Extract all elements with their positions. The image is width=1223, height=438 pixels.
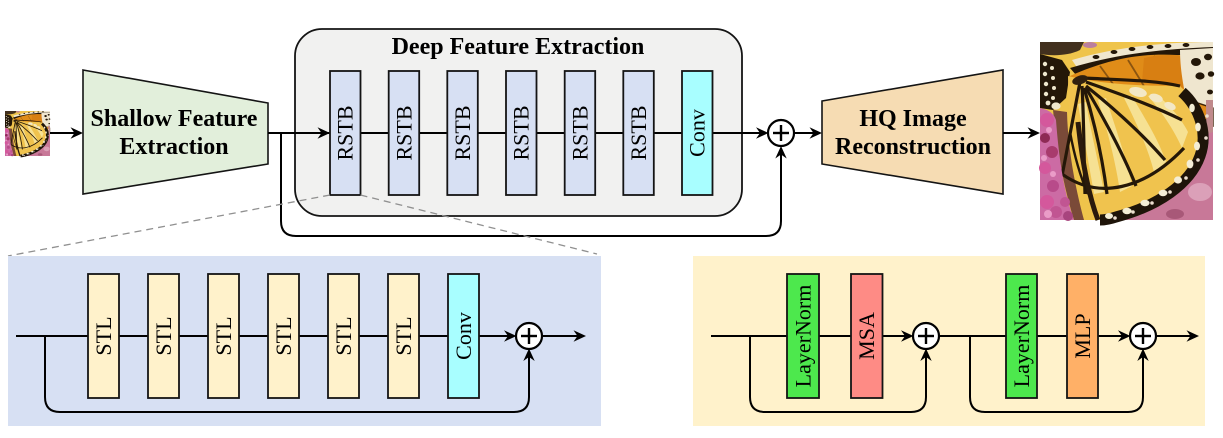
svg-text:STL: STL	[391, 316, 416, 355]
svg-text:Reconstruction: Reconstruction	[835, 134, 991, 160]
svg-text:STL: STL	[211, 316, 236, 355]
svg-text:Deep Feature Extraction: Deep Feature Extraction	[392, 34, 645, 60]
svg-text:RSTB: RSTB	[509, 105, 534, 160]
svg-text:MLP: MLP	[1070, 313, 1095, 358]
svg-text:STL: STL	[91, 316, 116, 355]
svg-text:LayerNorm: LayerNorm	[791, 285, 816, 388]
svg-text:STL: STL	[151, 316, 176, 355]
svg-text:STL: STL	[271, 316, 296, 355]
svg-text:RSTB: RSTB	[333, 105, 358, 160]
svg-text:MSA: MSA	[854, 312, 879, 360]
svg-text:STL: STL	[331, 316, 356, 355]
svg-text:Extraction: Extraction	[119, 134, 228, 160]
svg-text:HQ Image: HQ Image	[859, 106, 967, 132]
svg-text:Conv: Conv	[685, 109, 710, 157]
svg-text:LayerNorm: LayerNorm	[1009, 285, 1034, 388]
svg-text:Shallow Feature: Shallow Feature	[91, 106, 258, 132]
svg-text:RSTB: RSTB	[626, 105, 651, 160]
svg-text:RSTB: RSTB	[391, 105, 416, 160]
svg-text:RSTB: RSTB	[450, 105, 475, 160]
svg-text:RSTB: RSTB	[567, 105, 592, 160]
svg-text:Conv: Conv	[451, 312, 476, 360]
